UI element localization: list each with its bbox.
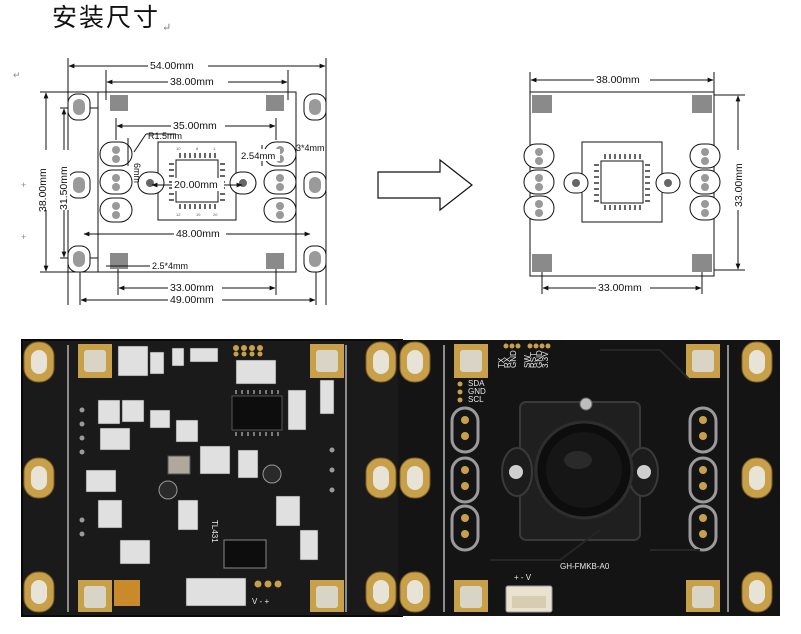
- page-title: 安装尺寸↵: [52, 3, 174, 34]
- svg-text:GND: GND: [468, 387, 486, 396]
- svg-text:12: 12: [176, 212, 181, 217]
- dim-pad-width: 6mm: [132, 163, 142, 183]
- right-arrow-icon: [377, 158, 473, 212]
- dim-slot-size: 2.5*4mm: [152, 261, 188, 271]
- svg-text:10: 10: [176, 146, 181, 151]
- svg-text:SDA: SDA: [468, 379, 485, 388]
- dim-corner-radius: R1.5mm: [148, 131, 182, 141]
- dim-bottom-outer: 49.00mm: [170, 294, 214, 306]
- dim-pad-spacing: 38.00mm: [170, 76, 214, 88]
- svg-text:GND: GND: [535, 350, 544, 368]
- dim-hole-size: 3*4mm: [296, 143, 325, 153]
- svg-text:3.3V: 3.3V: [541, 351, 550, 368]
- photo-board-back: V - + TL431: [21, 339, 403, 617]
- dim-bottom-inner: 33.00mm: [170, 282, 214, 294]
- svg-text:RST: RST: [529, 352, 538, 368]
- left-dimension-labels: 54.00mm 38.00mm 35.00mm R1.5mm 6mm 2.54m…: [36, 59, 325, 306]
- bullet-mark: +: [21, 180, 27, 190]
- photo-chip-label: TL431: [210, 520, 219, 543]
- paragraph-mark: ↵: [13, 70, 21, 80]
- bullet-mark: +: [21, 232, 27, 242]
- dim-height-inner: 31.50mm: [58, 166, 70, 210]
- photo-front-power-label: + - V: [514, 573, 532, 582]
- photo-board-front: SDA GND SCL TX RX GND SW RST GND 3.3V + …: [398, 340, 780, 616]
- svg-text:19: 19: [196, 212, 201, 217]
- svg-text:8: 8: [196, 146, 199, 151]
- dim-right-top-width: 38.00mm: [596, 74, 640, 86]
- svg-text:GND: GND: [509, 350, 518, 368]
- svg-text:SW: SW: [523, 355, 532, 368]
- svg-text:RX: RX: [503, 356, 512, 368]
- dim-board-width: 48.00mm: [176, 228, 220, 240]
- photo-board-model: GH-FMKB-A0: [560, 562, 610, 571]
- right-dimension-drawing: 38.00mm 33.00mm 33.00mm: [523, 72, 745, 294]
- dim-right-height: 33.00mm: [733, 163, 745, 207]
- dim-right-bottom-width: 33.00mm: [598, 282, 642, 294]
- svg-text:SCL: SCL: [468, 395, 484, 404]
- dim-height-outer: 38.00mm: [37, 168, 49, 212]
- svg-text:1: 1: [213, 146, 216, 151]
- svg-text:TX: TX: [497, 357, 506, 368]
- dim-hole-spacing: 35.00mm: [173, 120, 217, 132]
- svg-text:20: 20: [213, 212, 218, 217]
- dim-pin-pitch: 2.54mm: [241, 151, 275, 162]
- photo-back-power-label: V - +: [252, 597, 269, 606]
- dim-center-spacing: 20.00mm: [174, 179, 218, 191]
- dim-width-outer: 54.00mm: [150, 60, 194, 72]
